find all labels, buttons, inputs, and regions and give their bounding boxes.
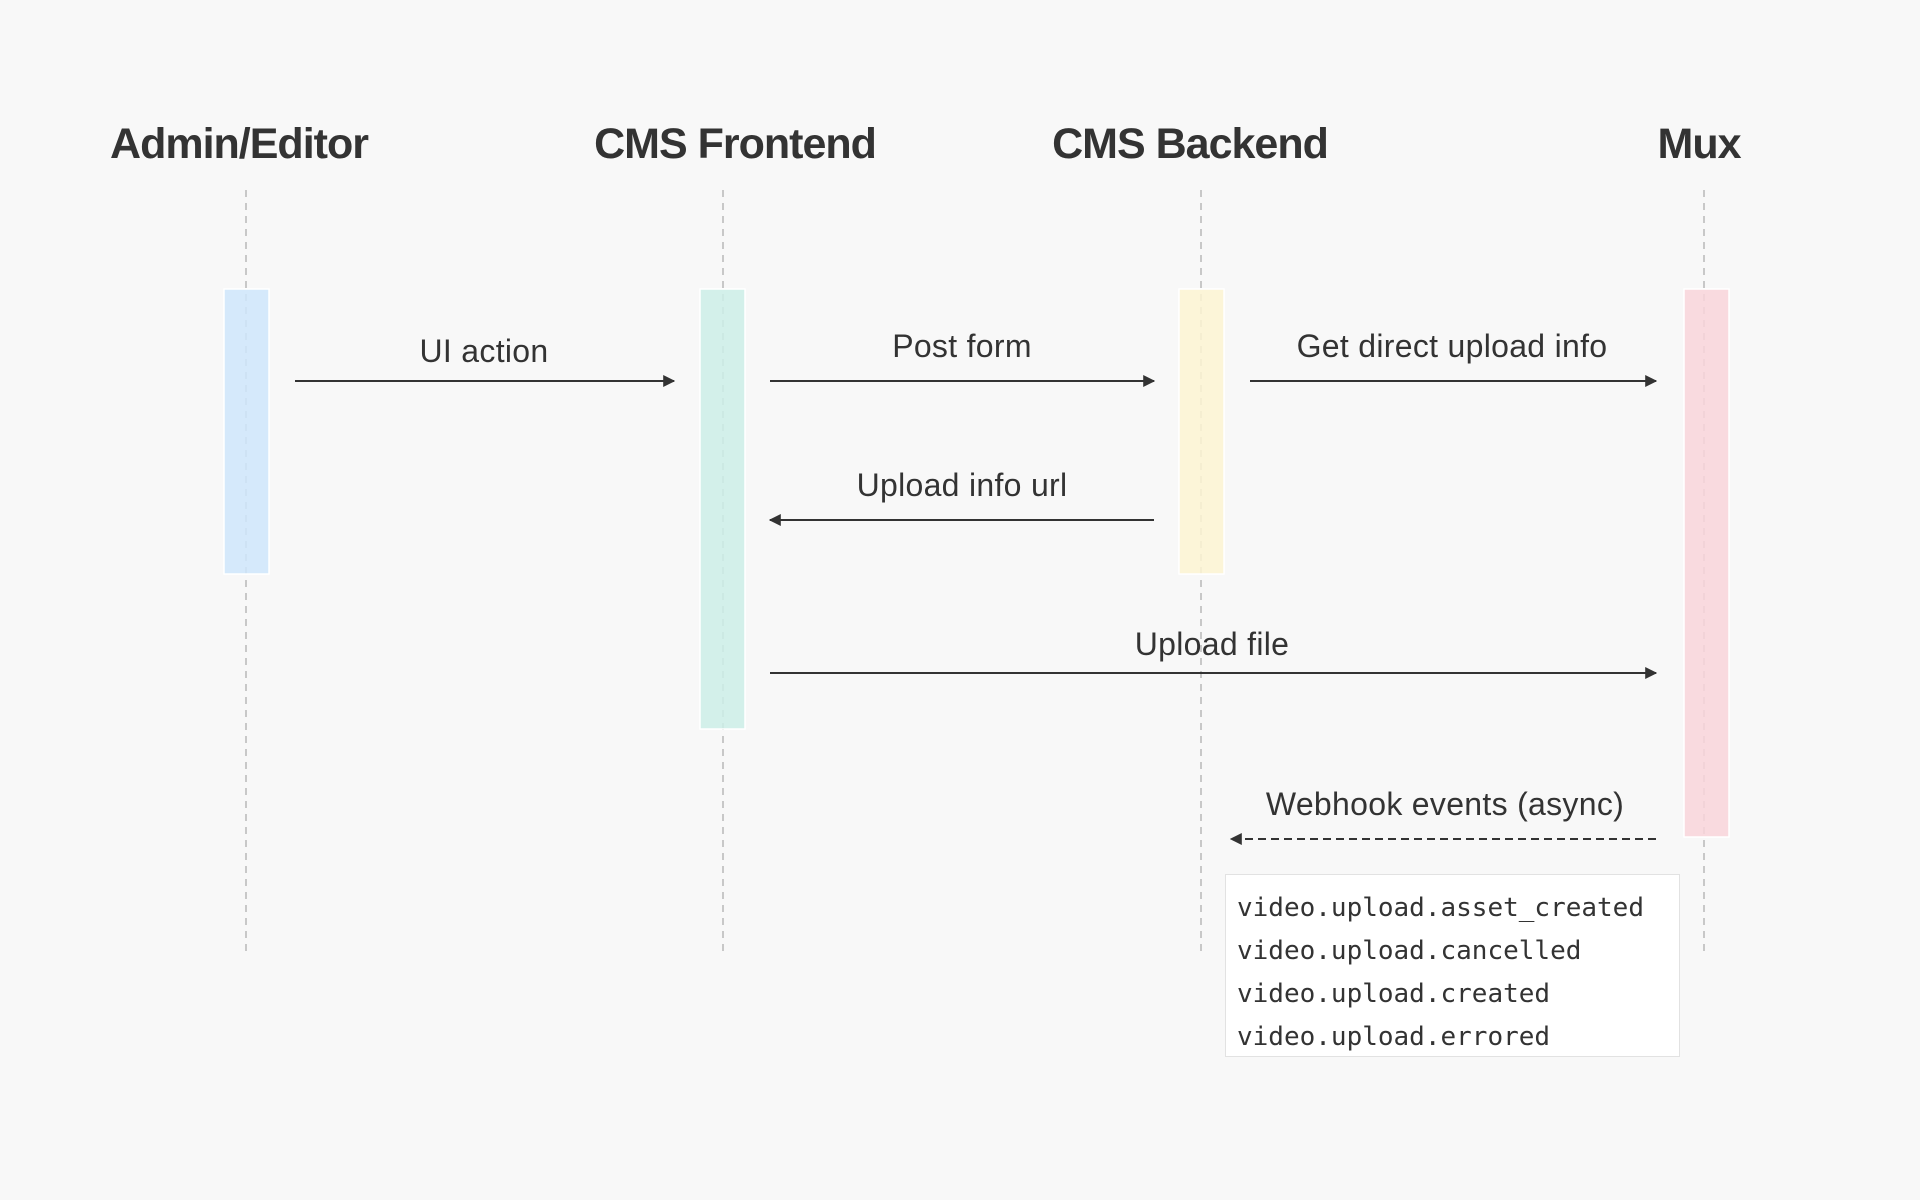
- message-label-upload-info-url: Upload info url: [856, 467, 1068, 503]
- webhook-events-box: video.upload.asset_created video.upload.…: [1225, 874, 1680, 1057]
- message-label-upload-file: Upload file: [1134, 626, 1290, 662]
- actor-title-cms-backend: CMS Backend: [1052, 120, 1329, 168]
- webhook-event-item: video.upload.cancelled: [1237, 936, 1582, 966]
- activation-bar-backend: [1178, 288, 1225, 575]
- actor-title-mux: Mux: [1657, 120, 1742, 168]
- message-label-get-direct-upload-info: Get direct upload info: [1296, 328, 1608, 364]
- actor-title-cms-frontend: CMS Frontend: [594, 120, 877, 168]
- activation-bar-frontend: [699, 288, 746, 730]
- webhook-event-item: video.upload.created: [1237, 979, 1551, 1009]
- webhook-event-item: video.upload.asset_created: [1237, 893, 1644, 923]
- message-label-post-form: Post form: [892, 328, 1032, 364]
- webhook-event-item: video.upload.errored: [1237, 1022, 1551, 1052]
- activation-bar-admin: [223, 288, 270, 575]
- actor-title-admin-editor: Admin/Editor: [110, 120, 369, 168]
- activation-bar-mux: [1683, 288, 1730, 838]
- message-label-ui-action: UI action: [419, 333, 549, 369]
- message-label-webhook-events: Webhook events (async): [1265, 786, 1625, 822]
